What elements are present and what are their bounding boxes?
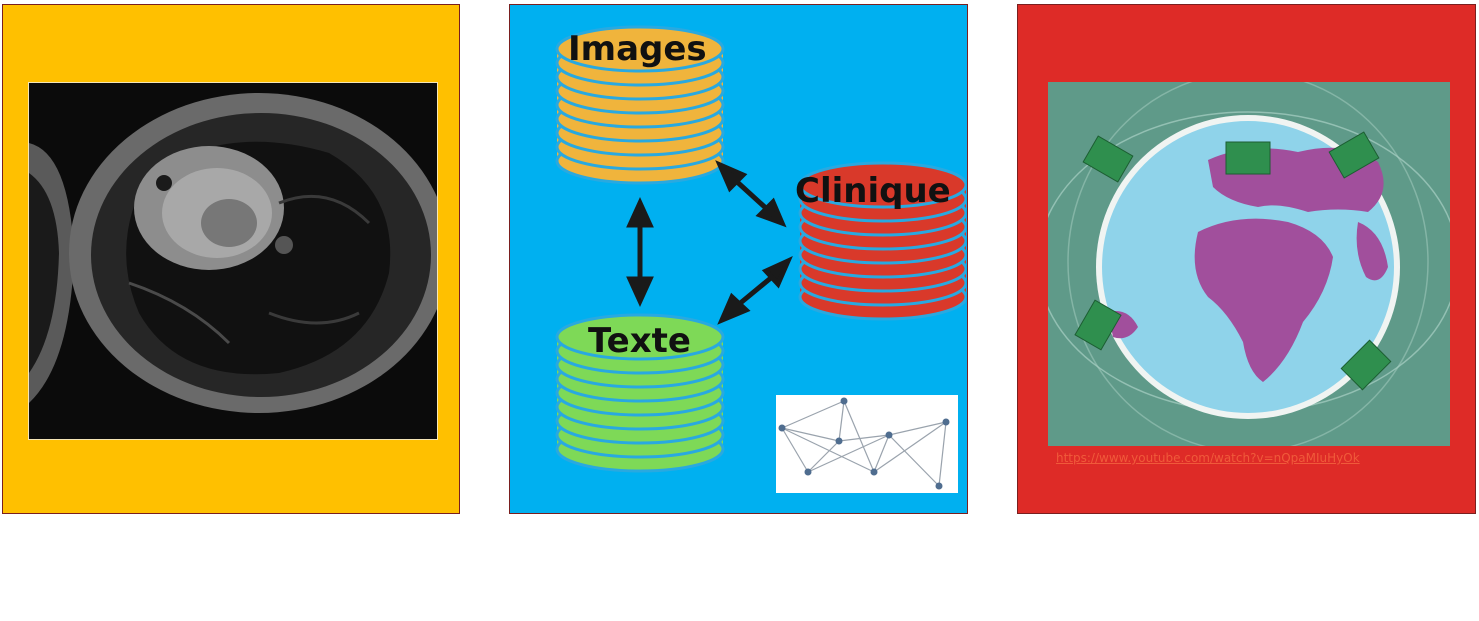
- images-database-icon: [555, 25, 725, 185]
- globe-image: [1048, 82, 1450, 446]
- clinique-database-icon: [798, 161, 966, 321]
- images-label: Images: [568, 29, 707, 69]
- databases-diagram: [555, 25, 966, 473]
- network-graph-image: [776, 395, 958, 493]
- youtube-link[interactable]: https://www.youtube.com/watch?v=nQpaMIuH…: [1056, 451, 1360, 465]
- world-panel: https://www.youtube.com/watch?v=nQpaMIuH…: [1017, 4, 1476, 514]
- images-clinique-arrow: [715, 160, 787, 228]
- texte-label: Texte: [588, 321, 691, 361]
- clinique-label: Clinique: [795, 171, 951, 211]
- images-texte-arrow: [626, 196, 654, 308]
- databases-panel: Images Clinique Texte: [509, 4, 968, 514]
- mri-scan-image: [28, 82, 438, 440]
- mri-panel: [2, 4, 460, 514]
- texte-clinique-arrow: [717, 256, 793, 325]
- texte-database-icon: [555, 313, 725, 473]
